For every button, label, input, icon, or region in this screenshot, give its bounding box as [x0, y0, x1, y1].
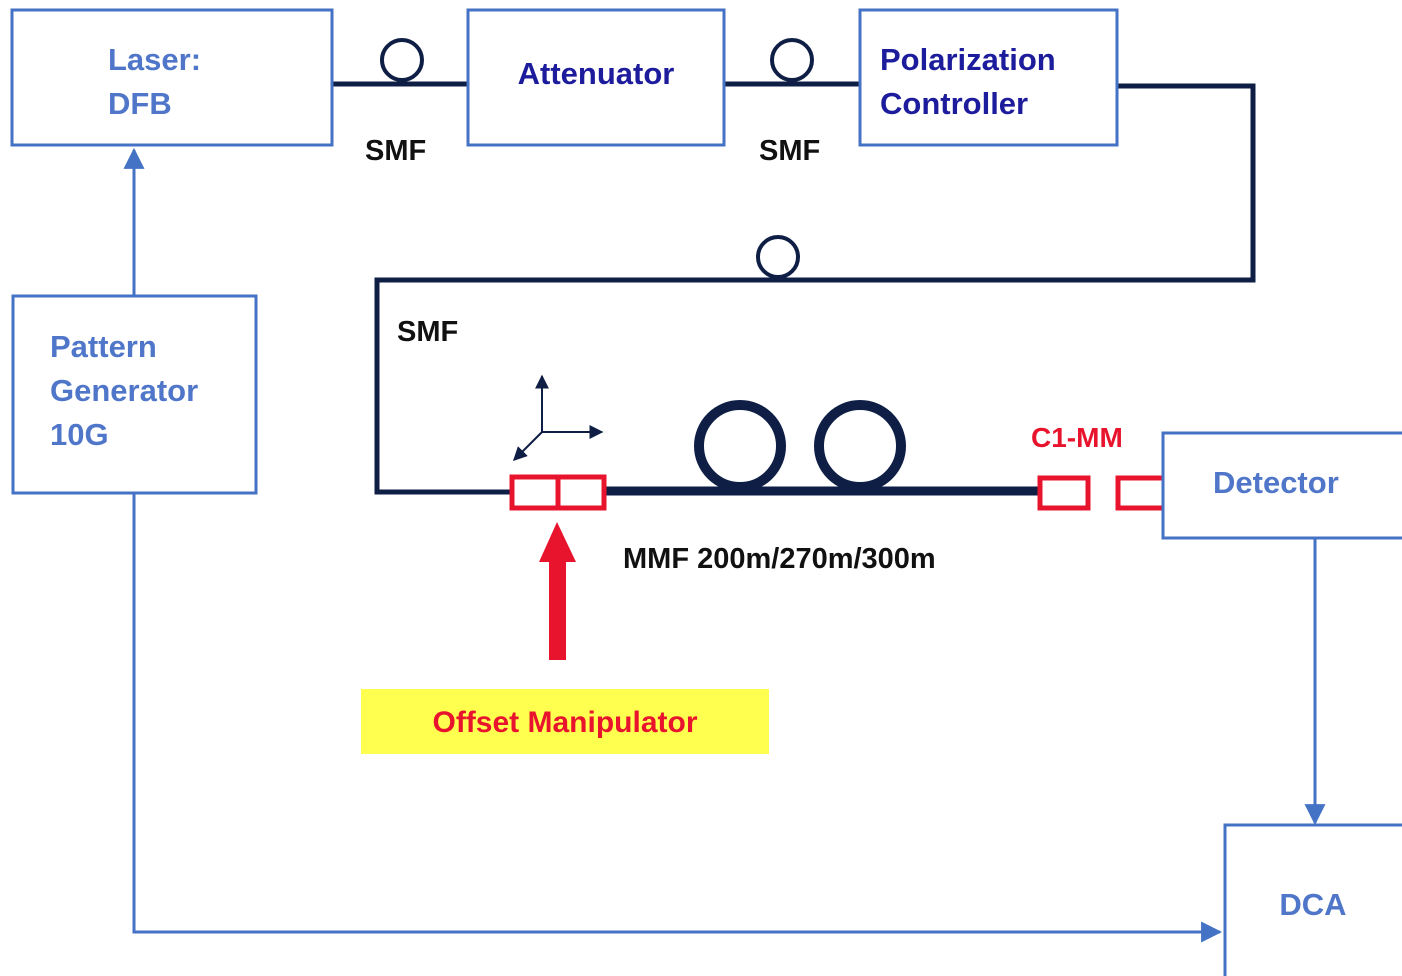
smf-label-2: SMF	[759, 135, 820, 167]
pattern-generator-line2: Generator	[50, 373, 198, 408]
pattern-generator-box	[11, 294, 258, 495]
attenuator-box	[466, 8, 726, 147]
offset-manipulator-highlight	[361, 689, 769, 754]
polarization-controller-line2: Controller	[880, 86, 1028, 121]
mmf-coil-1	[694, 400, 786, 492]
laser-label-line1: Laser:	[108, 42, 201, 77]
pattern-generator-line1: Pattern	[50, 329, 157, 364]
xyz-axes-icon	[513, 374, 604, 461]
smf-label-3: SMF	[397, 316, 458, 348]
laser-box	[10, 8, 334, 147]
dca-label: DCA	[1279, 887, 1346, 922]
mmf-coil-2	[814, 400, 906, 492]
polarization-controller-line1: Polarization	[880, 42, 1056, 77]
offset-arrow	[539, 522, 576, 660]
laser-label-line2: DFB	[108, 86, 172, 121]
dca-box	[1223, 823, 1402, 976]
detector-connector	[1115, 475, 1167, 511]
detector-box	[1161, 431, 1402, 540]
polarization-controller-box	[858, 8, 1119, 147]
offset-manipulator-label: Offset Manipulator	[432, 706, 697, 739]
smf-coil-3	[756, 235, 800, 279]
smf-coil-2	[770, 38, 814, 82]
mmf-label: MMF 200m/270m/300m	[623, 543, 936, 575]
pattern-generator-line3: 10G	[50, 417, 109, 452]
pg-to-dca-arrow	[132, 493, 1223, 943]
output-connector	[1037, 475, 1091, 511]
attenuator-label: Attenuator	[518, 56, 675, 91]
detector-label: Detector	[1213, 465, 1339, 500]
smf-top-path	[332, 81, 1256, 495]
smf-coil-1	[380, 38, 424, 82]
input-connector-right	[555, 474, 607, 511]
smf-label-1: SMF	[365, 135, 426, 167]
connector-label: C1-MM	[1031, 422, 1123, 453]
input-connector-left	[509, 474, 561, 511]
